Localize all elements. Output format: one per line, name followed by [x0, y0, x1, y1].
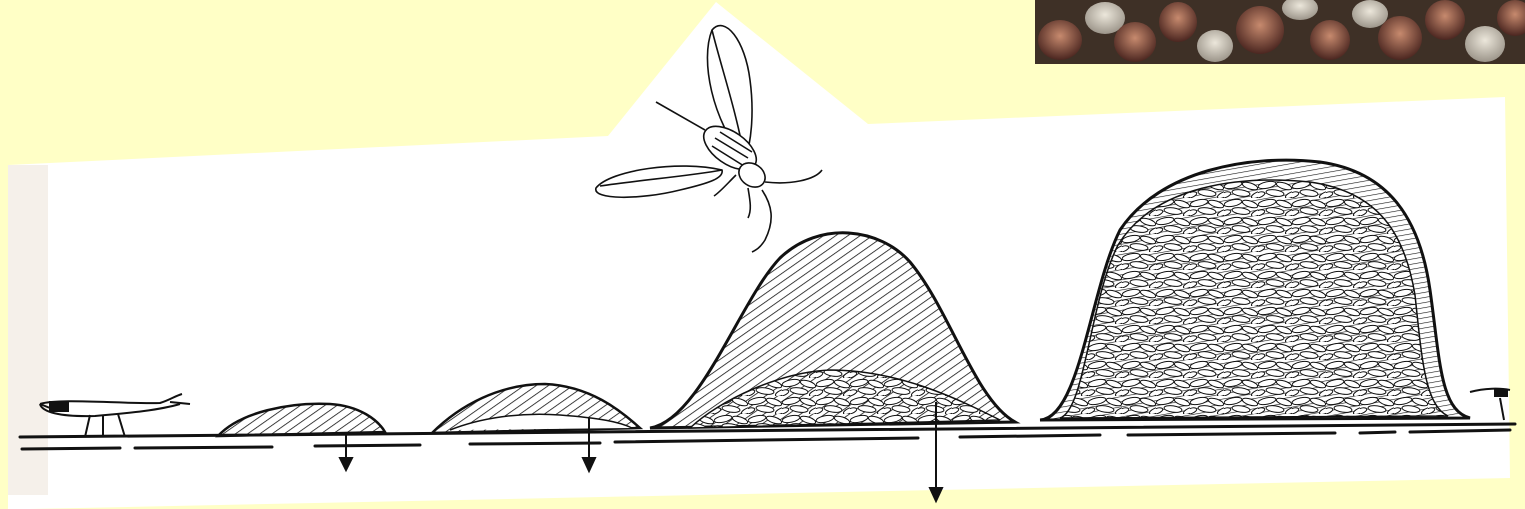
- paper-stain: [8, 165, 48, 495]
- egg-cluster-photo: [1035, 0, 1525, 64]
